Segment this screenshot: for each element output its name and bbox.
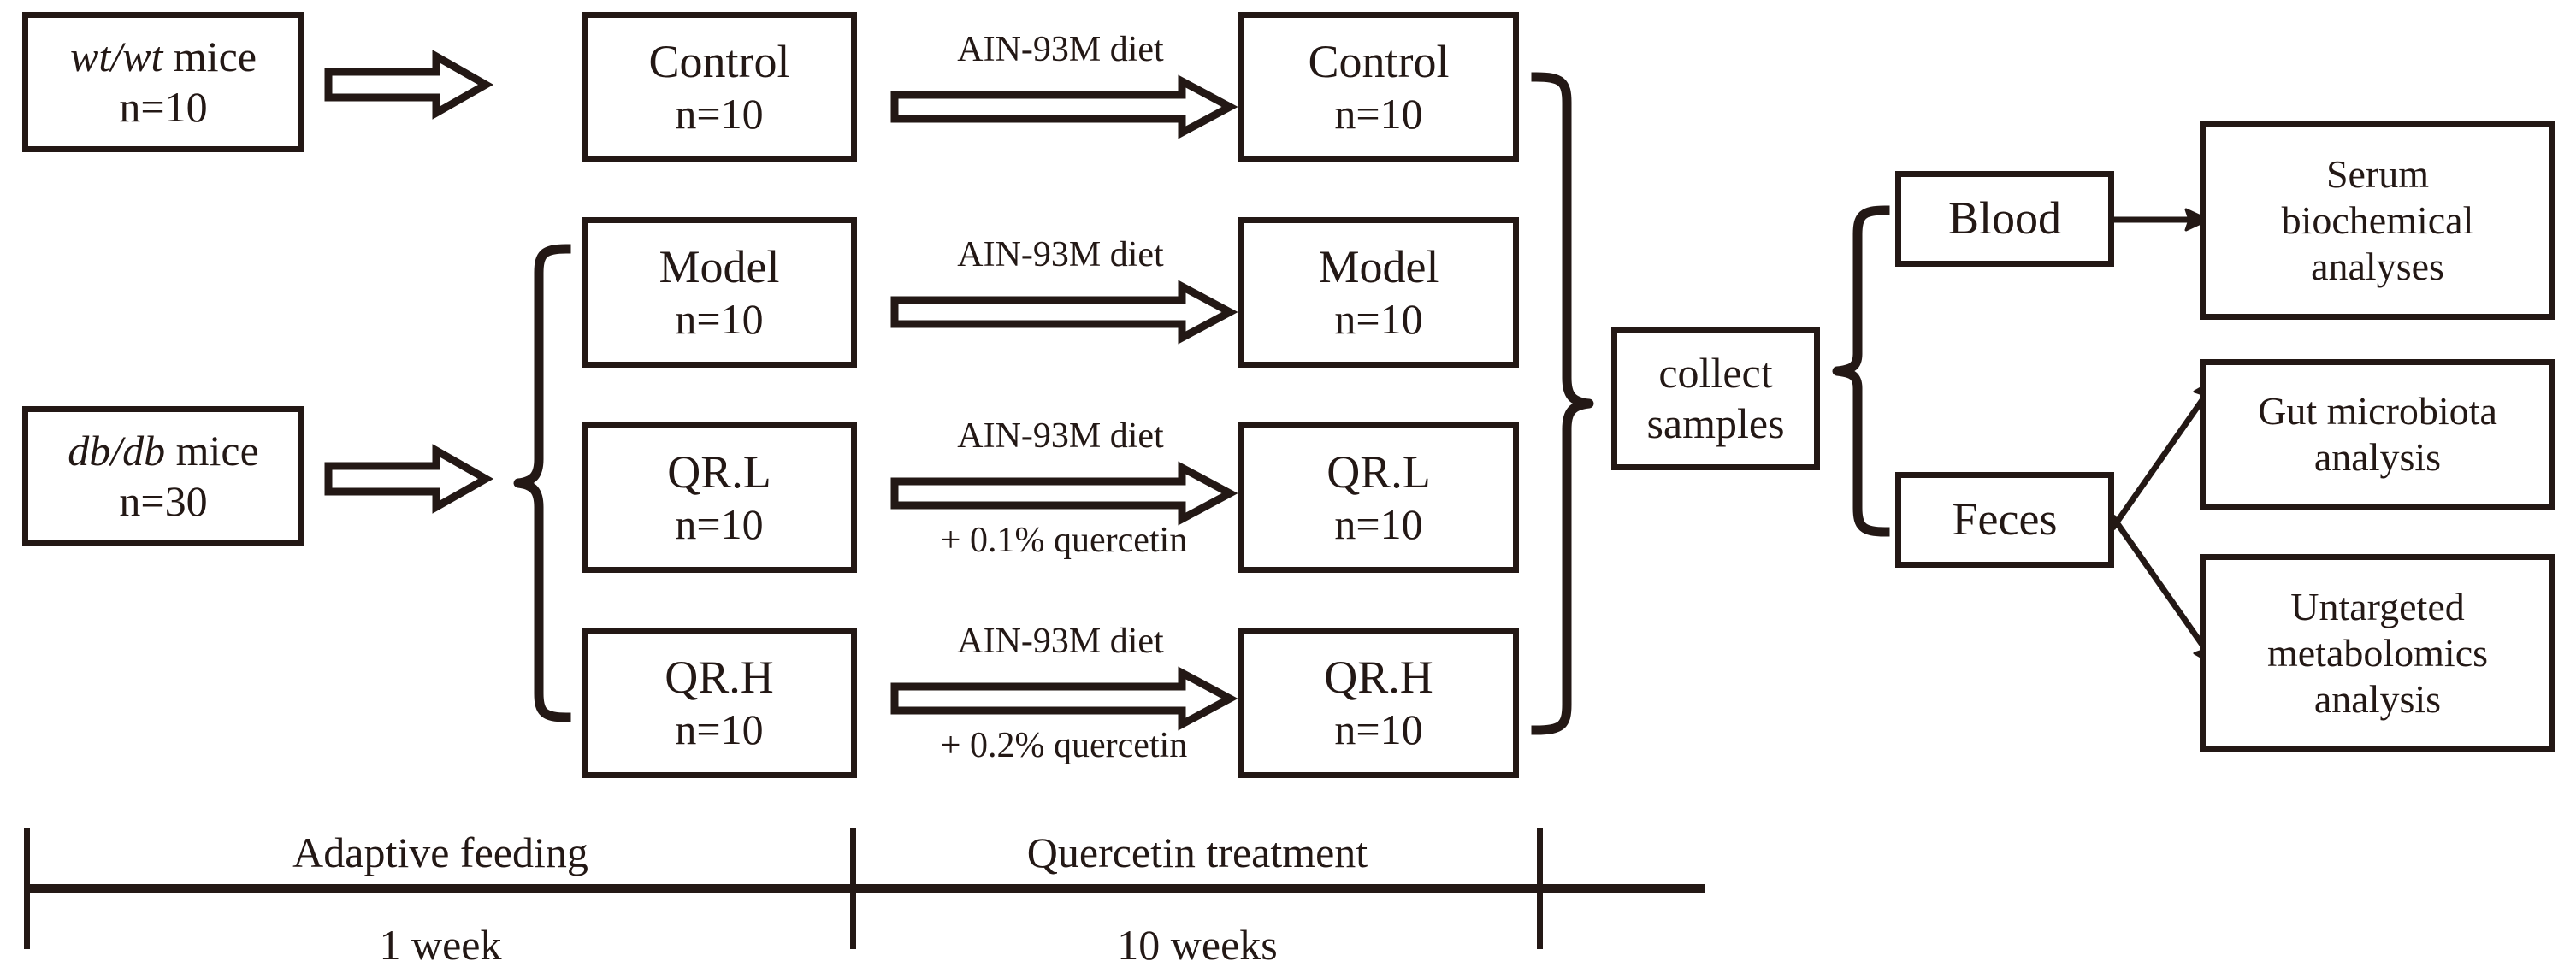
animal-group-box-wt: wt/wt mice n=10 [22, 12, 304, 152]
group-box-model-post: Model n=10 [1238, 217, 1519, 368]
group-qrl-post-name: QR.L [1326, 445, 1431, 498]
group-qrh-pre-n: n=10 [675, 705, 764, 754]
timeline-tick-middle [850, 828, 856, 949]
group-box-control-pre: Control n=10 [582, 12, 857, 162]
quercetin-dose-qrh: + 0.2% quercetin [940, 726, 1188, 765]
analysis-serum-line3: analyses [2311, 245, 2444, 289]
group-model-pre-n: n=10 [675, 295, 764, 344]
analysis-metabolomics-line3: analysis [2313, 677, 2442, 722]
group-box-qrh-post: QR.H n=10 [1238, 628, 1519, 778]
analysis-box-microbiota: Gut microbiota analysis [2200, 359, 2555, 510]
wt-species: mice [173, 32, 257, 80]
diet-label-model: AIN-93M diet [957, 235, 1164, 274]
timeline-phase-1-title: Adaptive feeding [292, 829, 588, 876]
quercetin-dose-qrl: + 0.1% quercetin [940, 521, 1188, 560]
diet-label-qrh: AIN-93M diet [957, 622, 1164, 661]
diet-label-control: AIN-93M diet [957, 30, 1164, 69]
collect-samples-line2: samples [1646, 399, 1785, 447]
collect-samples-box: collect samples [1611, 327, 1820, 470]
animal-group-wt-label: wt/wt mice [70, 32, 257, 82]
group-control-post-name: Control [1308, 35, 1450, 87]
sample-box-blood: Blood [1895, 171, 2114, 267]
group-qrl-post-n: n=10 [1334, 500, 1423, 549]
timeline-tick-end [1537, 828, 1543, 949]
arrow-treat-control [890, 74, 1238, 139]
group-qrl-pre-n: n=10 [675, 500, 764, 549]
group-model-post-n: n=10 [1334, 295, 1423, 344]
wt-genotype: wt/wt [69, 32, 163, 80]
timeline-phase-1-duration: 1 week [379, 921, 502, 969]
db-species: mice [175, 427, 259, 475]
analysis-microbiota-line2: analysis [2313, 435, 2442, 479]
analysis-box-serum: Serum biochemical analyses [2200, 121, 2555, 320]
group-box-qrl-pre: QR.L n=10 [582, 422, 857, 573]
group-box-model-pre: Model n=10 [582, 217, 857, 368]
brace-db-split [513, 244, 575, 722]
group-qrh-post-n: n=10 [1334, 705, 1423, 754]
group-model-pre-name: Model [659, 240, 780, 292]
sample-box-feces: Feces [1895, 472, 2114, 568]
group-box-qrl-post: QR.L n=10 [1238, 422, 1519, 573]
group-control-post-n: n=10 [1334, 90, 1423, 139]
sample-feces-label: Feces [1952, 493, 2058, 546]
group-model-post-name: Model [1318, 240, 1439, 292]
group-control-pre-name: Control [648, 35, 790, 87]
group-qrl-pre-name: QR.L [667, 445, 771, 498]
sample-blood-label: Blood [1947, 192, 2062, 245]
brace-collect-samples [1529, 72, 1594, 735]
animal-group-db-n: n=30 [119, 477, 208, 525]
animal-group-db-label: db/db mice [68, 426, 259, 476]
analysis-serum-line2: biochemical [2281, 198, 2474, 242]
brace-sample-split [1827, 205, 1892, 537]
arrow-treat-qrh [890, 666, 1238, 731]
group-qrh-post-name: QR.H [1324, 651, 1433, 703]
timeline-axis [24, 884, 1705, 893]
arrow-treat-model [890, 280, 1238, 345]
analysis-box-metabolomics: Untargeted metabolomics analysis [2200, 554, 2555, 752]
timeline-tick-start [24, 828, 30, 949]
group-box-qrh-pre: QR.H n=10 [582, 628, 857, 778]
timeline-phase-2-title: Quercetin treatment [1026, 829, 1368, 876]
db-genotype: db/db [68, 427, 166, 475]
collect-samples-line1: collect [1658, 349, 1773, 397]
diet-label-qrl: AIN-93M diet [957, 416, 1164, 456]
arrow-blood-to-serum [2112, 202, 2210, 238]
analysis-metabolomics-line2: metabolomics [2266, 630, 2489, 675]
analysis-metabolomics-line1: Untargeted [2290, 584, 2465, 628]
analysis-microbiota-line1: Gut microbiota [2258, 388, 2497, 433]
arrow-db-to-groups [324, 444, 494, 514]
analysis-serum-line1: Serum [2325, 151, 2430, 196]
timeline-phase-2-duration: 10 weeks [1117, 921, 1278, 969]
arrow-wt-to-control [324, 50, 494, 120]
animal-group-box-db: db/db mice n=30 [22, 406, 304, 546]
group-control-pre-n: n=10 [675, 90, 764, 139]
animal-group-wt-n: n=10 [119, 83, 208, 131]
group-qrh-pre-name: QR.H [665, 651, 774, 703]
arrow-treat-qrl [890, 461, 1238, 526]
group-box-control-post: Control n=10 [1238, 12, 1519, 162]
